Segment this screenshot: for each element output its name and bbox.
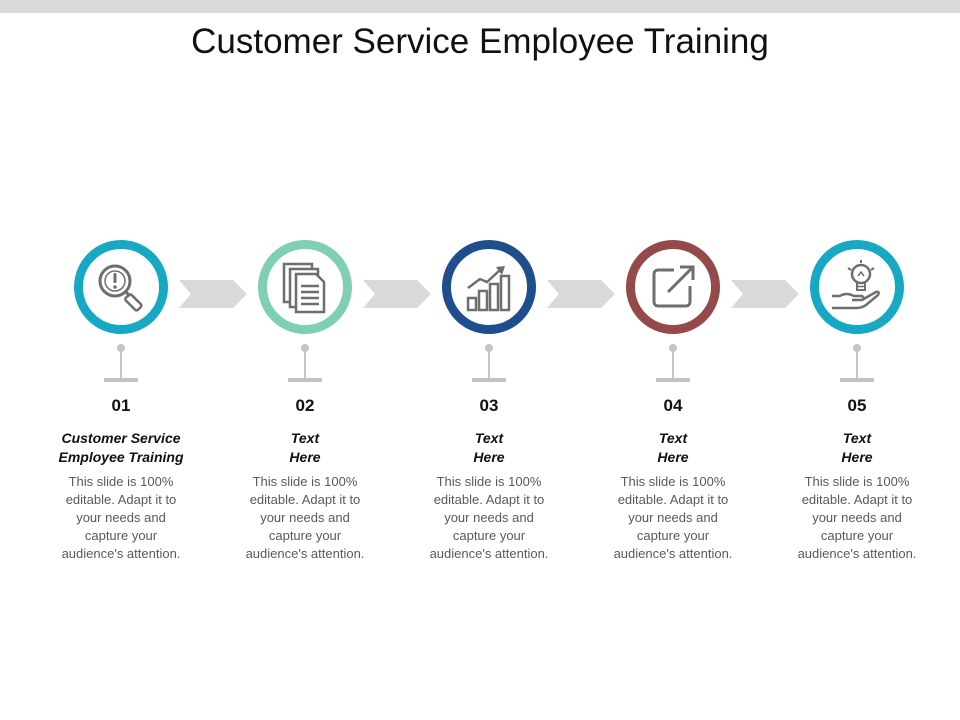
pin-dot xyxy=(669,344,677,352)
external-link-icon xyxy=(652,265,695,308)
pin-base xyxy=(656,378,690,382)
slide-title: Customer Service Employee Training xyxy=(191,22,769,61)
step-ring xyxy=(442,240,536,334)
desc-line: audience's attention. xyxy=(429,546,549,561)
pin-line xyxy=(672,350,674,378)
arrow-chevron-2 xyxy=(363,280,431,308)
pin-base xyxy=(472,378,506,382)
step-number: 02 xyxy=(295,396,315,415)
step-heading-line: Here xyxy=(473,449,505,465)
arrow-chevron-1 xyxy=(179,280,247,308)
desc-line: capture your xyxy=(268,528,342,543)
desc-line: audience's attention. xyxy=(797,546,917,561)
pin-base xyxy=(104,378,138,382)
step-heading-line: Text xyxy=(842,430,872,446)
desc-line: your needs and xyxy=(444,510,534,525)
step-number: 05 xyxy=(847,396,867,415)
desc-line: capture your xyxy=(452,528,526,543)
documents-icon xyxy=(282,262,326,314)
step-heading: Text Here xyxy=(782,429,932,467)
step-ring xyxy=(626,240,720,334)
desc-line: editable. Adapt it to xyxy=(801,492,913,507)
pin-dot xyxy=(485,344,493,352)
step-heading-line: Here xyxy=(289,449,321,465)
step-number: 01 xyxy=(111,396,131,415)
desc-line: audience's attention. xyxy=(613,546,733,561)
pin-line xyxy=(304,350,306,378)
step-heading-line: Customer Service xyxy=(61,430,181,446)
desc-line: editable. Adapt it to xyxy=(433,492,545,507)
step-ring xyxy=(810,240,904,334)
step-heading-line: Text xyxy=(290,430,320,446)
pin-base xyxy=(288,378,322,382)
magnifier-alert-icon xyxy=(98,264,143,312)
step-ring xyxy=(258,240,352,334)
desc-line: audience's attention. xyxy=(61,546,181,561)
desc-line: capture your xyxy=(820,528,894,543)
pin-line xyxy=(488,350,490,378)
desc-line: your needs and xyxy=(76,510,166,525)
desc-line: your needs and xyxy=(260,510,350,525)
desc-line: editable. Adapt it to xyxy=(65,492,177,507)
step-heading-line: Text xyxy=(658,430,688,446)
desc-line: This slide is 100% xyxy=(252,474,358,489)
step-heading-line: Employee Training xyxy=(58,449,184,465)
pin-dot xyxy=(853,344,861,352)
step-description: This slide is 100% editable. Adapt it to… xyxy=(414,473,564,563)
pin-dot xyxy=(117,344,125,352)
step-number: 03 xyxy=(479,396,499,415)
arrow-chevron-3 xyxy=(547,280,615,308)
step-heading-line: Here xyxy=(657,449,689,465)
step-heading: Text Here xyxy=(230,429,380,467)
desc-line: editable. Adapt it to xyxy=(617,492,729,507)
step-description: This slide is 100% editable. Adapt it to… xyxy=(230,473,380,563)
pin-line xyxy=(856,350,858,378)
desc-line: This slide is 100% xyxy=(804,474,910,489)
desc-line: capture your xyxy=(84,528,158,543)
step-heading: Text Here xyxy=(414,429,564,467)
step-ring xyxy=(74,240,168,334)
pin-base xyxy=(840,378,874,382)
desc-line: This slide is 100% xyxy=(436,474,542,489)
step-description: This slide is 100% editable. Adapt it to… xyxy=(46,473,196,563)
top-bar xyxy=(0,0,960,13)
desc-line: your needs and xyxy=(628,510,718,525)
arrow-chevron-4 xyxy=(731,280,799,308)
desc-line: capture your xyxy=(636,528,710,543)
growth-chart-icon xyxy=(466,266,511,312)
desc-line: your needs and xyxy=(812,510,902,525)
step-number: 04 xyxy=(663,396,683,415)
pin-dot xyxy=(301,344,309,352)
hand-lightbulb-icon xyxy=(832,260,880,310)
desc-line: This slide is 100% xyxy=(68,474,174,489)
desc-line: editable. Adapt it to xyxy=(249,492,361,507)
step-heading-line: Text xyxy=(474,430,504,446)
step-heading-line: Here xyxy=(841,449,873,465)
step-heading: Text Here xyxy=(598,429,748,467)
step-description: This slide is 100% editable. Adapt it to… xyxy=(782,473,932,563)
desc-line: audience's attention. xyxy=(245,546,365,561)
pin-line xyxy=(120,350,122,378)
step-description: This slide is 100% editable. Adapt it to… xyxy=(598,473,748,563)
step-heading: Customer Service Employee Training xyxy=(46,429,196,467)
desc-line: This slide is 100% xyxy=(620,474,726,489)
